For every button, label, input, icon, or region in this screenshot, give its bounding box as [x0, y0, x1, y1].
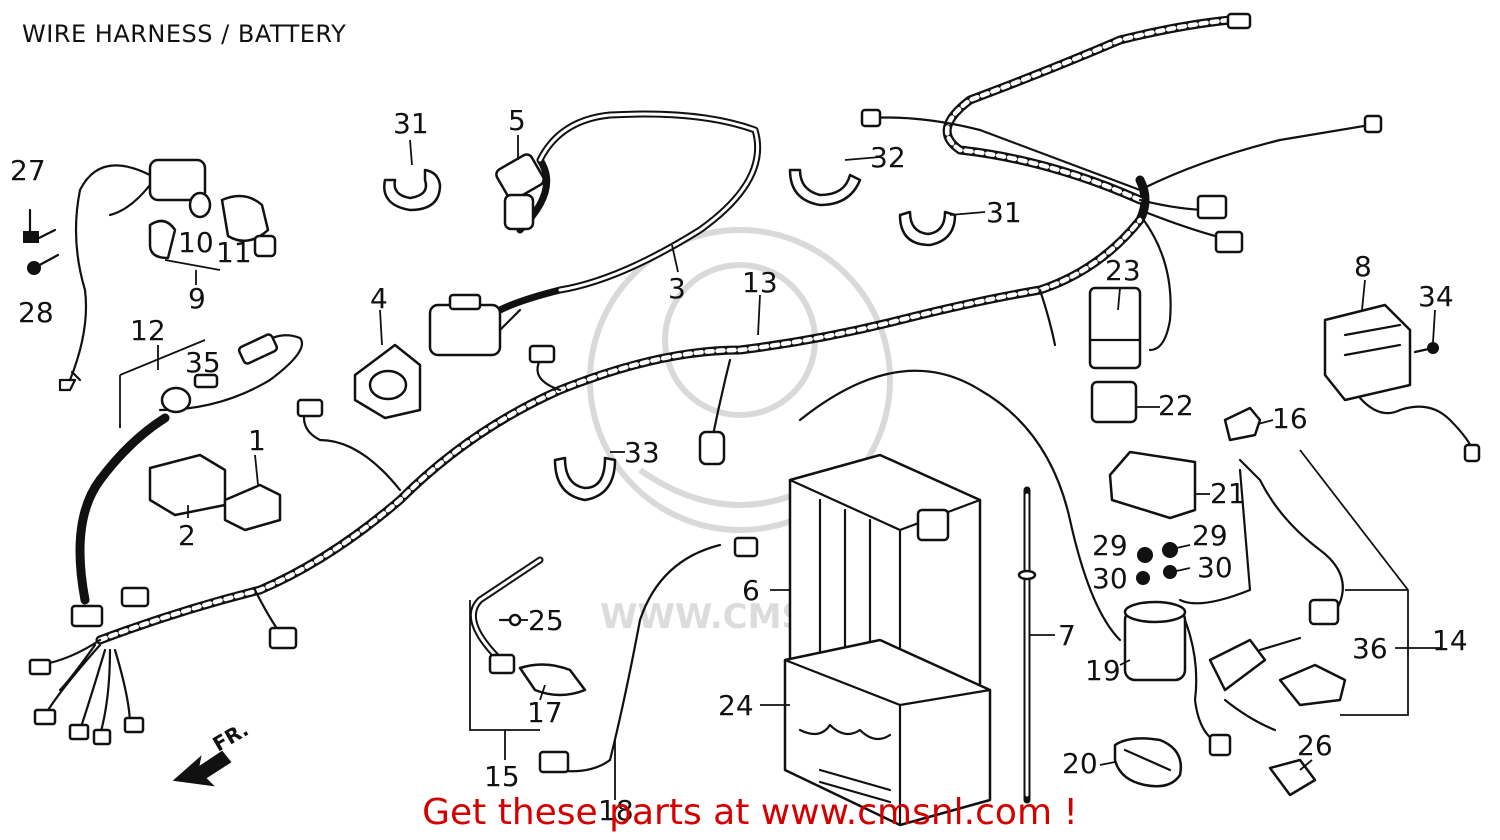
- callout-23: 23: [1105, 254, 1141, 287]
- callout-1: 1: [248, 424, 266, 457]
- leader-lines: [119, 135, 1440, 800]
- regulator-rectifier: [1323, 303, 1481, 463]
- callout-28: 28: [18, 296, 54, 329]
- callout-9: 9: [188, 282, 206, 315]
- callout-16: 16: [1272, 402, 1308, 435]
- callout-numbers: 27 28 10 11 9 31 5 32 31 3 13 4 12 35 1 …: [10, 104, 1468, 827]
- callout-19: 19: [1085, 654, 1121, 687]
- callout-8: 8: [1354, 250, 1372, 283]
- hose-clamps: [383, 168, 957, 502]
- ignition-coil-cable: [428, 110, 762, 357]
- promo-link[interactable]: Get these parts at www.cmsnl.com !: [422, 792, 1078, 833]
- callout-11: 11: [216, 236, 252, 269]
- callout-15: 15: [484, 760, 520, 793]
- callout-3: 3: [668, 272, 686, 305]
- callout-14: 14: [1432, 624, 1468, 657]
- mount-bracket: [353, 343, 422, 420]
- callout-33: 33: [624, 436, 660, 469]
- callout-30-left: 30: [1092, 562, 1128, 595]
- breather-tube: [1017, 486, 1037, 804]
- battery-cables: [469, 536, 759, 774]
- harness-connectors: [28, 12, 1383, 746]
- callout-2: 2: [178, 519, 196, 552]
- page-title: WIRE HARNESS / BATTERY: [22, 20, 347, 48]
- callout-13: 13: [742, 266, 778, 299]
- callout-29-left: 29: [1092, 529, 1128, 562]
- callout-18: 18: [598, 794, 634, 827]
- callout-5: 5: [508, 104, 526, 137]
- left-wire-assembly: [58, 158, 277, 392]
- callout-7: 7: [1058, 619, 1076, 652]
- callout-25: 25: [528, 604, 564, 637]
- small-boxes: [148, 453, 282, 532]
- callout-21: 21: [1210, 477, 1246, 510]
- callout-31-top: 31: [393, 107, 429, 140]
- starter-relay: [798, 369, 1232, 757]
- callout-17: 17: [527, 696, 563, 729]
- callout-34: 34: [1418, 280, 1454, 313]
- clamp-20: [1113, 737, 1183, 788]
- callout-27: 27: [10, 154, 46, 187]
- callout-24: 24: [718, 689, 754, 722]
- fuse-holder: [158, 333, 303, 414]
- callout-29-right: 29: [1192, 519, 1228, 552]
- callout-20: 20: [1062, 747, 1098, 780]
- callout-30-right: 30: [1197, 551, 1233, 584]
- battery-tray: [783, 638, 992, 827]
- callout-4: 4: [370, 282, 388, 315]
- relays: [1088, 286, 1142, 424]
- callout-26: 26: [1297, 729, 1333, 762]
- callout-36: 36: [1352, 632, 1388, 665]
- callout-12: 12: [130, 314, 166, 347]
- main-wire-harness: [38, 15, 1372, 737]
- right-wiring: [1178, 458, 1347, 797]
- callout-35: 35: [185, 346, 221, 379]
- callout-31-right: 31: [986, 196, 1022, 229]
- callout-6: 6: [742, 574, 760, 607]
- nuts: [1136, 542, 1178, 585]
- callout-32: 32: [870, 141, 906, 174]
- callout-22: 22: [1158, 389, 1194, 422]
- cover-parts: [1108, 406, 1262, 520]
- callout-10: 10: [178, 226, 214, 259]
- bolts-left: [23, 208, 60, 275]
- front-direction-arrow: FR.: [172, 717, 253, 787]
- front-direction-label: FR.: [209, 717, 253, 756]
